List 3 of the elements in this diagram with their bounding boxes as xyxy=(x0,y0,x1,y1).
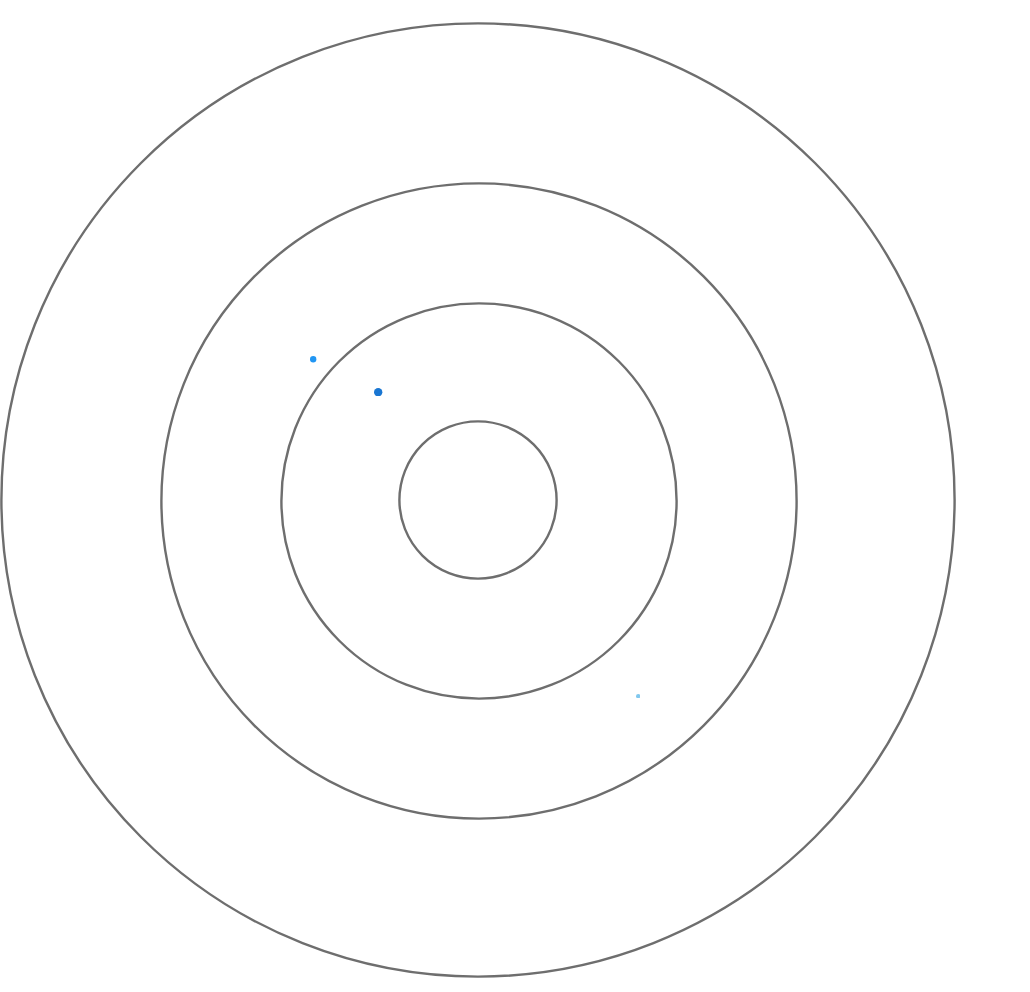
dot-icon xyxy=(635,693,641,699)
dot-icon xyxy=(374,387,384,397)
dot-icon xyxy=(310,356,318,364)
